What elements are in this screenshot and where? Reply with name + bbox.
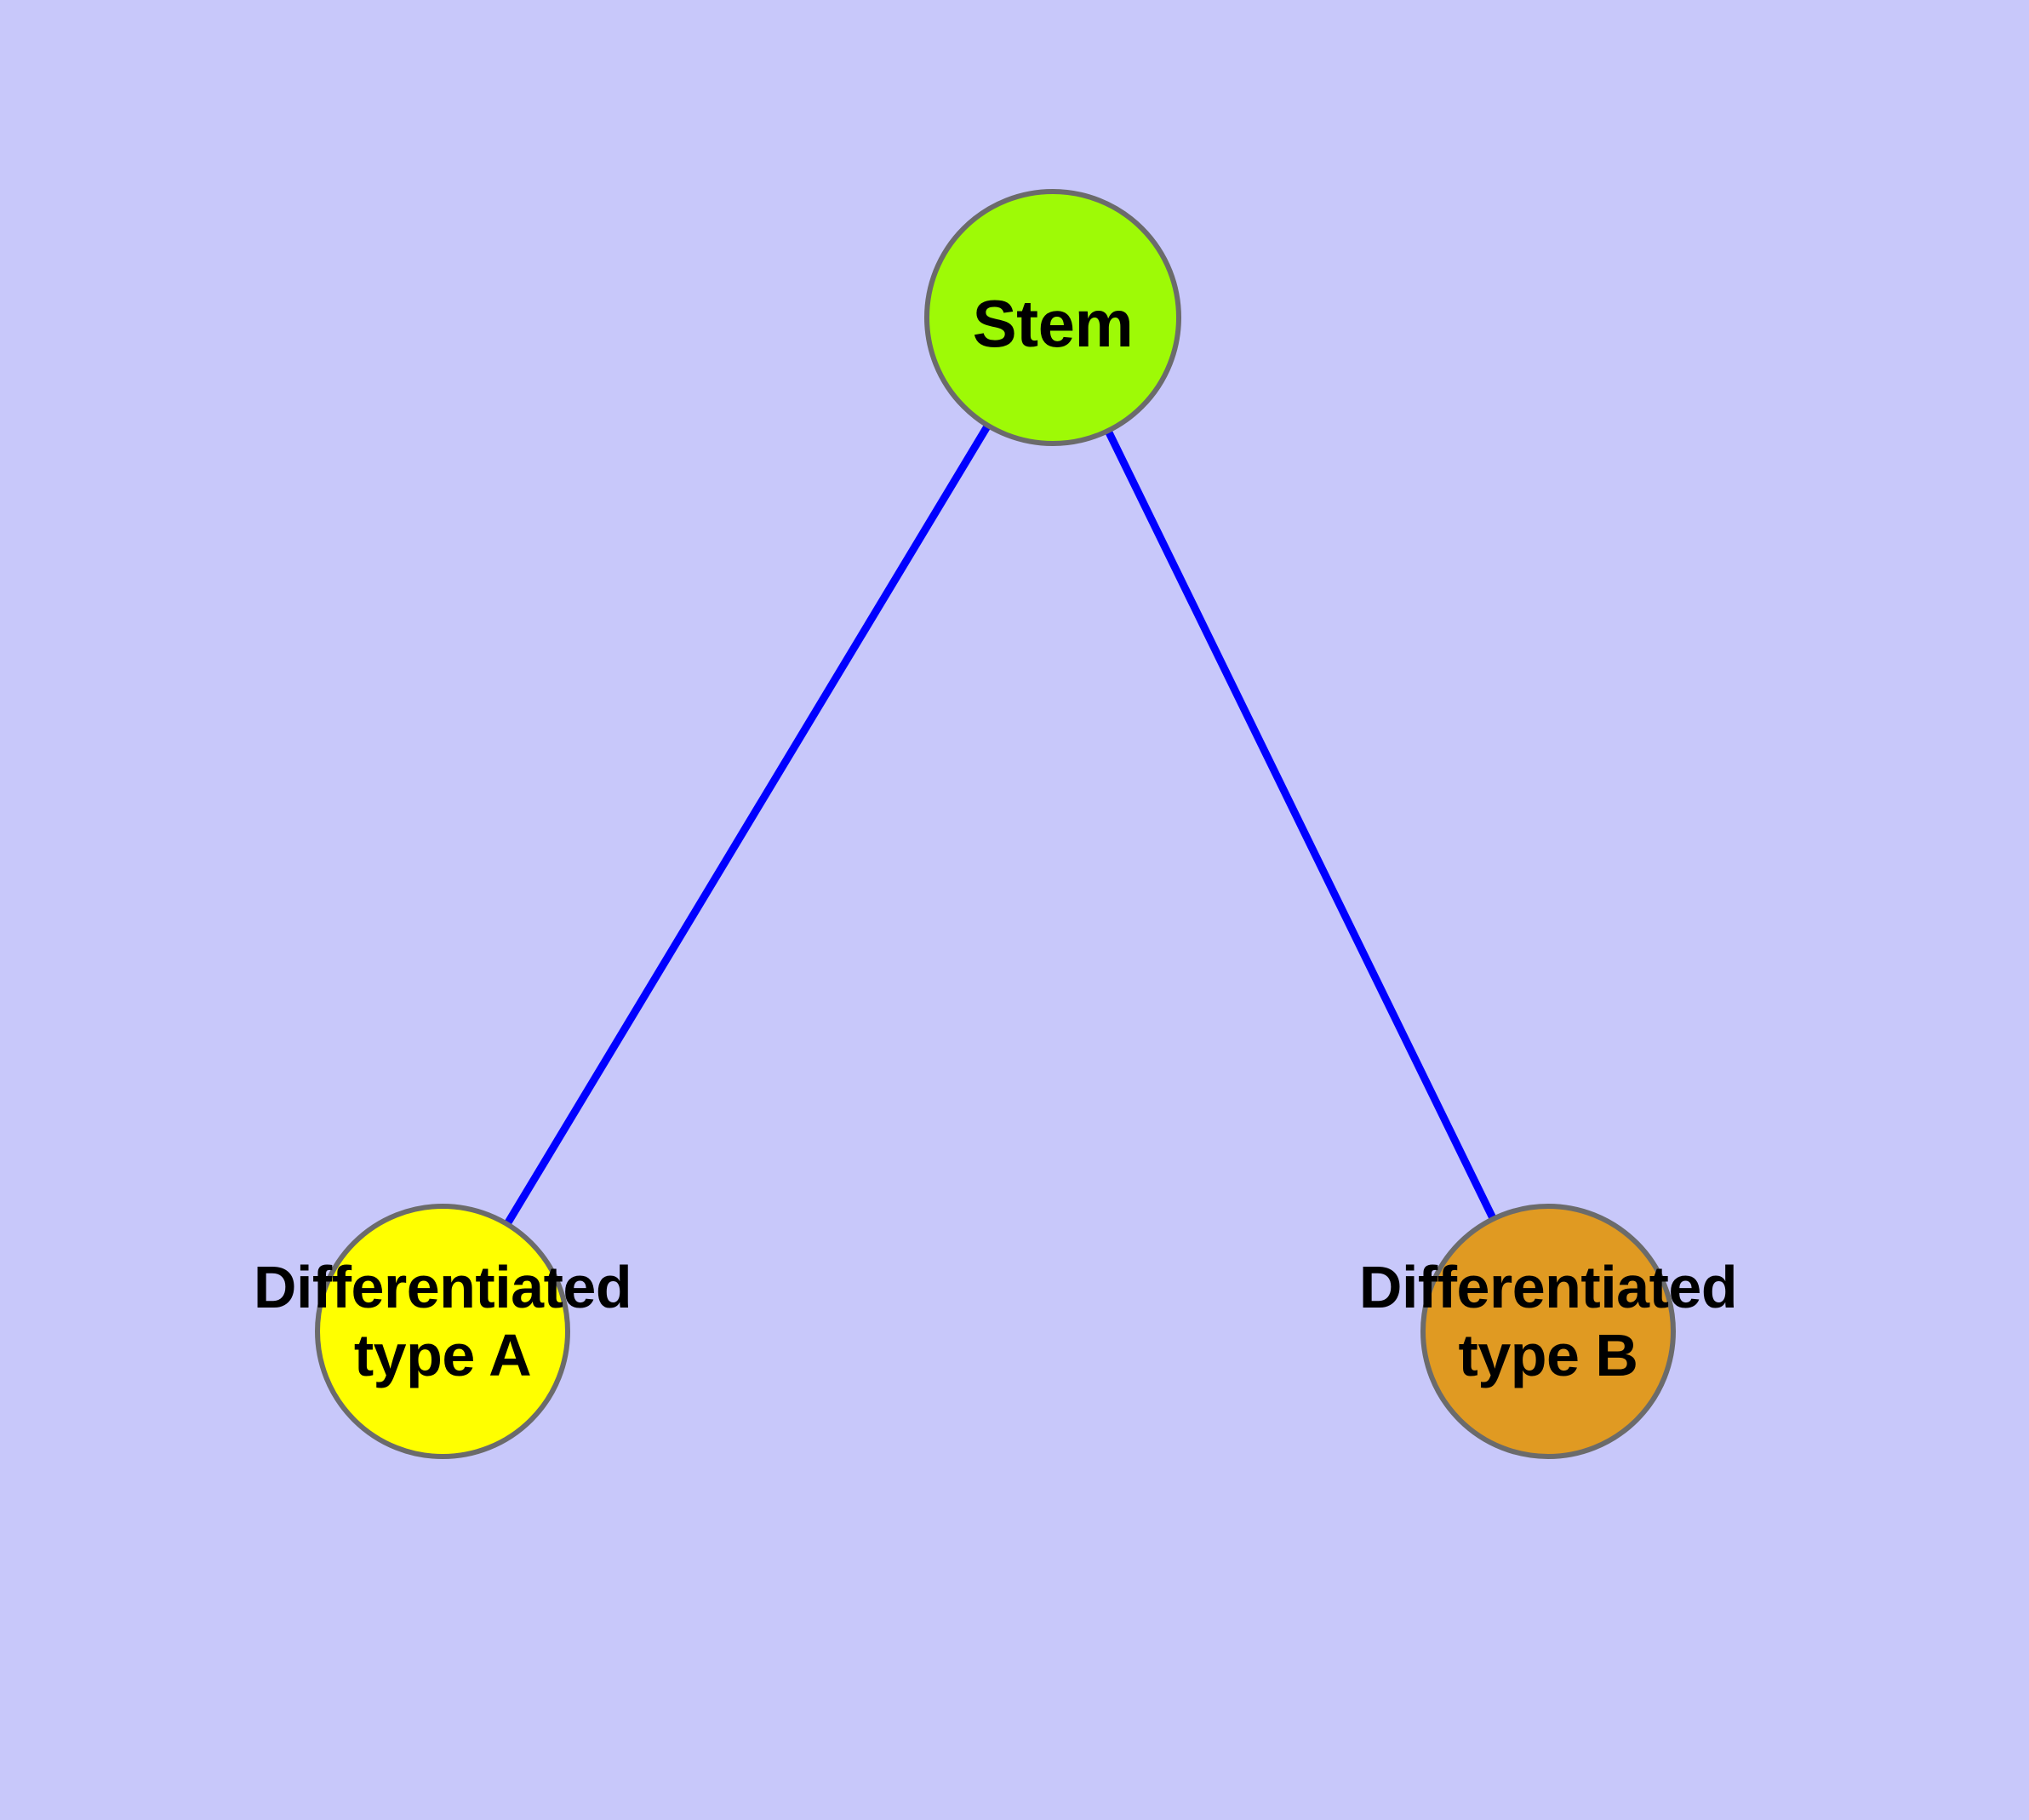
- node-stem[interactable]: [924, 189, 1181, 446]
- edge-stem-to-differentiated-type-b: [1049, 316, 1552, 1333]
- edge-stem-to-differentiated-type-a: [439, 315, 1056, 1334]
- node-differentiated-type-b[interactable]: [1420, 1204, 1676, 1459]
- node-differentiated-type-a[interactable]: [315, 1204, 570, 1459]
